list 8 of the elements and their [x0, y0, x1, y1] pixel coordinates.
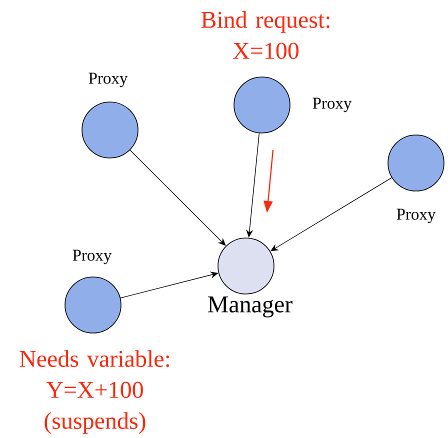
arrow — [130, 150, 226, 246]
annotation: Bind request: X=100 — [201, 11, 330, 59]
annotation: Needs variable: Y=X+100 (suspends) — [20, 350, 170, 434]
node-label: Proxy — [88, 72, 128, 88]
node-label: Proxy — [312, 98, 352, 112]
node-label: Proxy — [72, 250, 112, 264]
node-label: Proxy — [396, 208, 436, 224]
node-label: Manager — [208, 296, 292, 318]
